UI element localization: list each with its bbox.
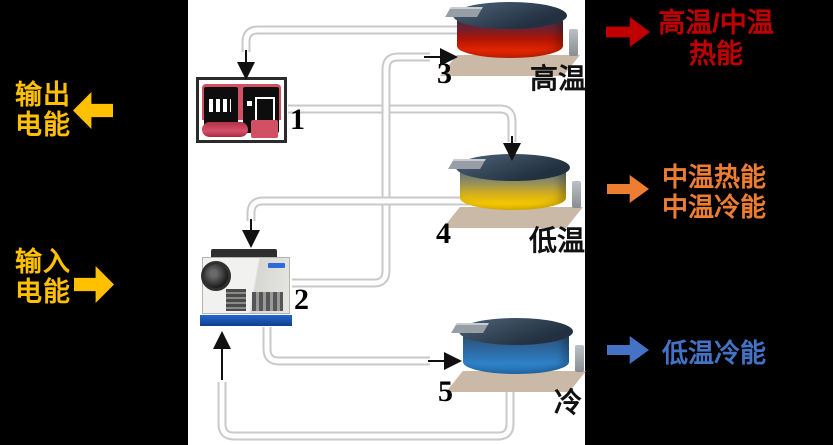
tank-vent-silo xyxy=(569,29,578,56)
medium-output-arrow-icon xyxy=(607,175,649,203)
tank4-number: 4 xyxy=(436,217,451,250)
vent-grille-icon xyxy=(225,289,246,311)
hot-storage-tank xyxy=(440,2,585,78)
generator-muffler xyxy=(202,122,249,137)
tank3-label: 高温 xyxy=(530,63,587,94)
fan-icon xyxy=(200,261,231,292)
unit2-number: 2 xyxy=(294,283,309,316)
tank-walkway xyxy=(448,159,486,169)
tank-platform xyxy=(443,207,583,228)
heat-pump-roof-equipment xyxy=(211,249,278,260)
tank3-number: 3 xyxy=(437,57,452,90)
unit1-number: 1 xyxy=(290,103,305,136)
generator-unit xyxy=(196,77,287,143)
input-power-label: 输入电能 xyxy=(15,247,71,307)
output-power-label: 输出电能 xyxy=(15,80,71,140)
tank5-label: 冷 xyxy=(554,387,583,418)
output-power-arrow-icon xyxy=(73,92,113,129)
medium-storage-tank xyxy=(443,154,588,230)
hot-output-label: 高温/中温热能 xyxy=(658,8,774,69)
hot-output-arrow-icon xyxy=(606,17,650,47)
heat-pump-base-frame xyxy=(200,315,292,326)
tank-platform xyxy=(440,55,580,76)
input-power-arrow-icon xyxy=(74,266,114,303)
tank-walkway xyxy=(451,323,489,333)
brand-mark xyxy=(268,262,285,269)
tank-vent-silo xyxy=(575,345,584,372)
cold-output-label: 低温冷能 xyxy=(661,338,766,368)
generator-engine-block xyxy=(250,119,279,138)
tank-platform xyxy=(446,371,586,392)
tank5-number: 5 xyxy=(438,375,453,408)
cold-output-arrow-icon xyxy=(607,336,649,364)
tank4-label: 低温 xyxy=(529,225,586,256)
vent-grille-icon xyxy=(251,292,283,311)
cold-storage-tank xyxy=(446,318,586,394)
heat-pump-unit xyxy=(200,249,292,326)
tank-vent-silo xyxy=(572,181,581,208)
medium-output-label: 中温热能中温冷能 xyxy=(661,162,766,222)
tank-walkway xyxy=(445,7,483,17)
